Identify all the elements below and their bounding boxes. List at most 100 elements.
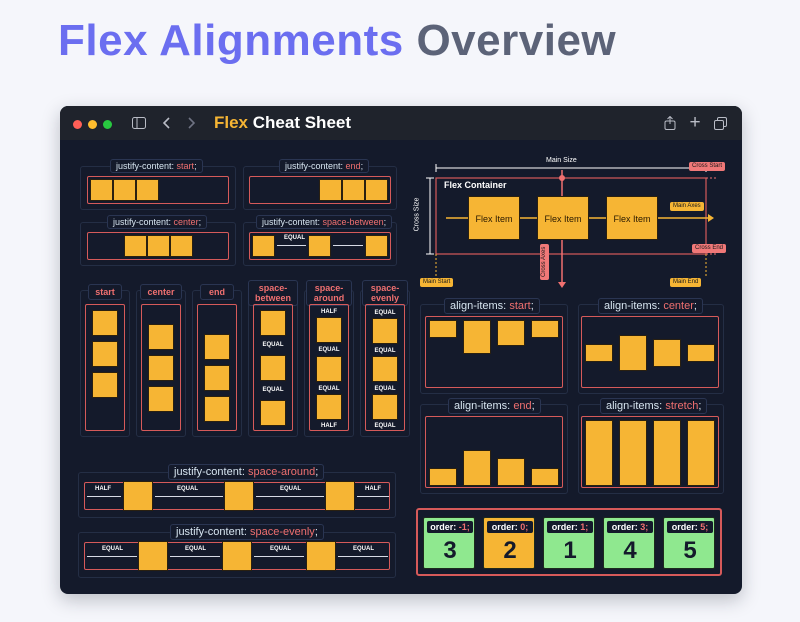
- jc-evenly-label: justify-content: space-evenly;: [170, 524, 324, 540]
- label-line: space-: [258, 283, 288, 293]
- flex-item: [429, 320, 457, 338]
- flex-item: [148, 355, 174, 381]
- order-value: 5;: [700, 522, 709, 532]
- flex-item: [170, 235, 193, 257]
- flex-container-label: Flex Container: [444, 180, 507, 190]
- prop-value: stretch: [665, 400, 699, 412]
- main-end-tag: Main End: [670, 278, 702, 287]
- flex-item-box: Flex Item: [606, 196, 658, 240]
- new-tab-icon[interactable]: +: [689, 112, 701, 133]
- close-window-button[interactable]: [73, 120, 82, 129]
- flex-item: [687, 420, 715, 486]
- order-number: 3: [443, 537, 457, 564]
- v-between-container: EQUAL EQUAL: [253, 304, 293, 431]
- flex-item-box: Flex Item: [468, 196, 520, 240]
- prop-key: align-items:: [606, 400, 663, 412]
- flex-item: [260, 310, 286, 336]
- flex-item: [204, 396, 230, 422]
- order-item: order: 0; 2: [483, 517, 535, 569]
- flex-item: [372, 394, 398, 420]
- order-label: order: 5;: [667, 521, 713, 533]
- equal-label: EQUAL: [270, 546, 291, 552]
- v-start-label: start: [88, 284, 122, 300]
- window-title-accent: Flex: [214, 113, 249, 132]
- equal-label: EQUAL: [374, 386, 396, 392]
- prop-value: start: [509, 300, 531, 312]
- equal-label: EQUAL: [374, 423, 396, 429]
- flex-item: [463, 320, 491, 354]
- flex-item: [260, 355, 286, 381]
- label-line: evenly: [370, 293, 400, 303]
- spacing-arrow: [338, 556, 388, 557]
- flex-item: [204, 334, 230, 360]
- spacing-arrow: [87, 556, 137, 557]
- prop-value: center: [663, 300, 694, 312]
- ai-center-label: align-items: center;: [598, 298, 703, 314]
- prop-value: end: [513, 400, 532, 412]
- flex-item: [497, 458, 525, 486]
- flex-item: [365, 179, 388, 201]
- prop-semi: ;: [314, 526, 318, 538]
- order-value: 0;: [520, 522, 529, 532]
- jc-center-container: [87, 232, 229, 260]
- back-icon[interactable]: [158, 113, 176, 135]
- prop-key: justify-content:: [113, 217, 172, 227]
- order-label: order: 3;: [607, 521, 653, 533]
- ai-start-label: align-items: start;: [444, 298, 540, 314]
- jc-around-label: justify-content: space-around;: [168, 464, 325, 480]
- prop-key: align-items:: [450, 300, 507, 312]
- flex-item: [585, 344, 613, 362]
- flex-item: [224, 481, 254, 511]
- flex-item: [92, 341, 118, 367]
- equal-label: EQUAL: [102, 546, 123, 552]
- order-key: order:: [671, 522, 698, 532]
- v-evenly-label: space- evenly: [362, 280, 408, 306]
- spacing-arrow: [155, 496, 223, 497]
- maximize-window-button[interactable]: [103, 120, 112, 129]
- main-start-tag: Main Start: [420, 278, 454, 287]
- half-label: HALF: [365, 486, 381, 492]
- spacing-arrow: [170, 556, 220, 557]
- jc-end-container: [249, 176, 391, 204]
- flex-item: [585, 420, 613, 486]
- flex-item: [92, 310, 118, 336]
- flex-item: [372, 318, 398, 344]
- forward-icon[interactable]: [182, 113, 200, 135]
- jc-evenly-container: EQUAL EQUAL EQUAL EQUAL: [84, 541, 390, 571]
- flex-item: [342, 179, 365, 201]
- flex-item: [316, 356, 342, 382]
- v-end-label: end: [200, 284, 234, 300]
- label-line: space-: [314, 283, 344, 293]
- flex-item: [147, 235, 170, 257]
- order-item: order: 5; 5: [663, 517, 715, 569]
- flex-item: [148, 386, 174, 412]
- minimize-window-button[interactable]: [88, 120, 97, 129]
- flex-item: [619, 335, 647, 371]
- jc-between-container: EQUAL: [249, 232, 391, 260]
- main-size-label: Main Size: [546, 157, 577, 164]
- flex-item: [260, 400, 286, 426]
- tabs-overview-icon[interactable]: [711, 113, 729, 136]
- share-icon[interactable]: [661, 113, 679, 136]
- jc-around-container: HALF EQUAL EQUAL HALF: [84, 481, 390, 511]
- spacing-arrow: [333, 245, 363, 246]
- v-evenly-container: EQUAL EQUAL EQUAL EQUAL: [365, 304, 405, 431]
- prop-semi: ;: [315, 466, 319, 478]
- prop-key: justify-content:: [116, 161, 175, 171]
- sidebar-icon[interactable]: [130, 113, 148, 135]
- spacing-arrow: [254, 556, 304, 557]
- equal-label: EQUAL: [374, 310, 396, 316]
- equal-label: EQUAL: [318, 347, 340, 353]
- flex-item: [204, 365, 230, 391]
- flex-item: [123, 481, 153, 511]
- flex-item: [148, 324, 174, 350]
- jc-end-label: justify-content: end;: [279, 159, 370, 173]
- flex-item: [306, 541, 336, 571]
- flex-item: [222, 541, 252, 571]
- v-around-container: HALF EQUAL EQUAL HALF: [309, 304, 349, 431]
- half-label: HALF: [95, 486, 111, 492]
- ai-stretch-container: [581, 416, 719, 488]
- cross-end-tag: Cross End: [692, 244, 727, 253]
- flex-item: [316, 317, 342, 343]
- title-rest: Overview: [416, 16, 617, 65]
